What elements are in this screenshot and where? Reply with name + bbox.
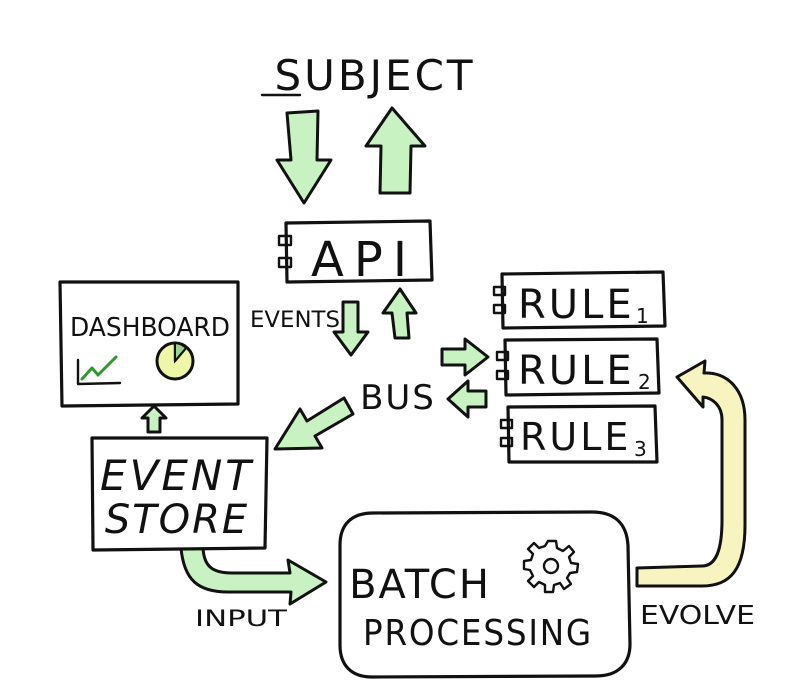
event-store-box [90, 436, 269, 552]
rule-1-label: RULE [518, 282, 635, 328]
api-box [284, 219, 434, 284]
rule-1: RULE 1 [492, 270, 667, 330]
rule-2-subscript: 2 [638, 370, 651, 394]
arrow-bus-to-event-store [273, 396, 355, 451]
rule-3-label: RULE [520, 415, 631, 459]
rule-1-box [500, 270, 667, 330]
arrow-rules-to-bus [446, 379, 488, 419]
pie-chart-icon [155, 341, 195, 381]
arrow-bus-to-rules [440, 337, 490, 377]
component-icon [277, 234, 293, 269]
rule-1-subscript: 1 [636, 304, 649, 328]
subject-label: SUBJECT [274, 51, 475, 100]
arrow-batch-to-rules [635, 359, 747, 588]
arrow-api-to-subject [364, 106, 427, 195]
evolve-label: EVOLVE [640, 601, 755, 631]
component-icon [495, 350, 510, 381]
arrow-event-store-to-batch [179, 546, 328, 606]
arrow-subject-to-api [275, 109, 333, 205]
line-chart-icon [76, 355, 122, 386]
input-label: INPUT [195, 607, 288, 632]
arrow-bus-to-api [381, 287, 418, 340]
rule-2-box [503, 337, 661, 397]
api-label: API [311, 232, 417, 288]
bus-label: BUS [360, 378, 436, 418]
dashboard-box [58, 280, 240, 408]
dashboard-label: DASHBOARD [70, 313, 230, 343]
rule-3-subscript: 3 [634, 437, 647, 461]
processing-label: PROCESSING [363, 613, 593, 654]
event-store-label-line2: STORE [105, 497, 249, 543]
rule-3-box [506, 404, 659, 464]
batch-label: BATCH [349, 562, 491, 608]
rule-3: RULE 3 [499, 404, 659, 464]
component-icon [499, 418, 514, 448]
gear-icon [522, 539, 580, 594]
arrow-api-to-bus [332, 300, 370, 357]
component-icon [492, 285, 507, 315]
event-store-label-line1: EVENT [100, 451, 254, 500]
arrow-event-store-to-dashboard [140, 404, 168, 434]
events-label: EVENTS [250, 308, 340, 333]
rule-2-label: RULE [518, 348, 635, 394]
rule-2: RULE 2 [495, 337, 661, 397]
batch-processing-box [338, 510, 632, 679]
